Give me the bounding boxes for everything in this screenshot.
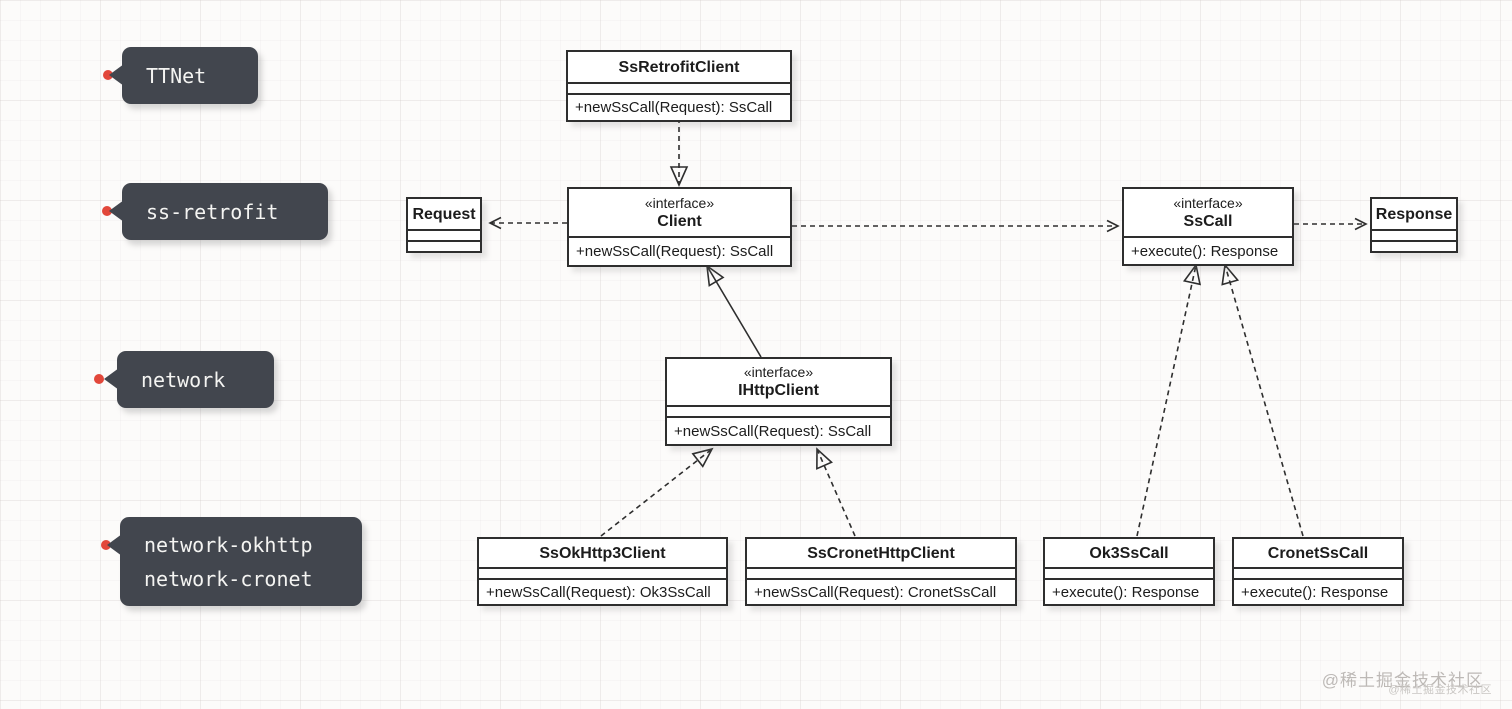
class-name: Ok3SsCall — [1089, 544, 1169, 562]
method-label: +newSsCall(Request): CronetSsCall — [747, 578, 1015, 604]
stereotype-label: «interface» — [644, 194, 715, 211]
class-box-client: «interface» Client +newSsCall(Request): … — [567, 187, 792, 267]
bubble-tail-icon — [109, 200, 124, 222]
module-label-text: network-okhttp — [144, 532, 313, 557]
attributes-compartment — [479, 567, 726, 578]
attributes-compartment — [1234, 567, 1402, 578]
module-label-network-impl: network-okhttp network-cronet — [107, 517, 362, 606]
arrow-ssokhttp3client-implements-ihttpclient — [600, 447, 714, 537]
attributes-compartment — [1045, 567, 1213, 578]
module-label-text: TTNet — [146, 63, 207, 88]
module-label-text: ss-retrofit — [146, 199, 279, 224]
class-box-cronetsscall: CronetSsCall +execute(): Response — [1232, 537, 1404, 606]
watermark: @稀土掘金技术社区 — [1321, 671, 1484, 690]
attributes-compartment — [747, 567, 1015, 578]
class-name: SsRetrofitClient — [618, 58, 740, 76]
method-label: +execute(): Response — [1234, 578, 1402, 604]
methods-compartment — [408, 240, 480, 251]
arrow-ihttpclient-extends-client — [705, 264, 762, 358]
class-name: IHttpClient — [738, 382, 819, 399]
arrow-sscronethttpclient-implements-ihttpclient — [816, 447, 856, 537]
arrow-cronetsscall-implements-sscall — [1221, 263, 1304, 537]
class-name: CronetSsCall — [1267, 544, 1369, 562]
class-name: Response — [1375, 205, 1453, 223]
module-label-ss-retrofit: ss-retrofit — [109, 183, 328, 240]
module-label-ttnet: TTNet — [109, 47, 258, 104]
arrow-ok3sscall-implements-sscall — [1136, 263, 1202, 537]
watermark-secondary: @稀土掘金技术社区 — [1388, 684, 1492, 696]
method-label: +execute(): Response — [1045, 578, 1213, 604]
class-box-sscall: «interface» SsCall +execute(): Response — [1122, 187, 1294, 266]
class-name: SsOkHttp3Client — [539, 544, 666, 562]
method-label: +newSsCall(Request): SsCall — [667, 416, 890, 444]
class-box-ssokhttp3client: SsOkHttp3Client +newSsCall(Request): Ok3… — [477, 537, 728, 606]
bubble-tail-icon — [107, 534, 122, 556]
class-name: SsCronetHttpClient — [807, 544, 955, 562]
bubble-tail-icon — [104, 368, 119, 390]
method-label: +newSsCall(Request): SsCall — [569, 236, 790, 265]
class-name: SsCall — [1183, 212, 1233, 230]
red-dot-marker — [102, 206, 112, 216]
method-label: +newSsCall(Request): SsCall — [568, 93, 790, 120]
stereotype-label: «interface» — [1173, 194, 1243, 211]
attributes-compartment — [1372, 229, 1456, 240]
attributes-compartment — [408, 229, 480, 240]
class-box-sscronethttpclient: SsCronetHttpClient +newSsCall(Request): … — [745, 537, 1017, 606]
class-box-response: Response — [1370, 197, 1458, 253]
class-box-ssretrofitclient: SsRetrofitClient +newSsCall(Request): Ss… — [566, 50, 792, 122]
class-name: Request — [412, 205, 476, 223]
class-box-request: Request — [406, 197, 482, 253]
class-box-ihttpclient: «interface» IHttpClient +newSsCall(Reque… — [665, 357, 892, 446]
class-box-ok3sscall: Ok3SsCall +execute(): Response — [1043, 537, 1215, 606]
module-label-text: network — [141, 367, 226, 392]
red-dot-marker — [101, 540, 111, 550]
module-label-text: network-cronet — [144, 566, 313, 591]
red-dot-marker — [94, 374, 104, 384]
stereotype-label: «interface» — [743, 364, 814, 380]
methods-compartment — [1372, 240, 1456, 251]
bubble-tail-icon — [109, 64, 124, 86]
class-name: Client — [657, 212, 702, 230]
method-label: +newSsCall(Request): Ok3SsCall — [479, 578, 726, 604]
attributes-compartment — [667, 405, 890, 416]
module-label-network: network — [104, 351, 274, 408]
red-dot-marker — [103, 70, 113, 80]
method-label: +execute(): Response — [1124, 236, 1292, 264]
attributes-compartment — [568, 82, 790, 93]
